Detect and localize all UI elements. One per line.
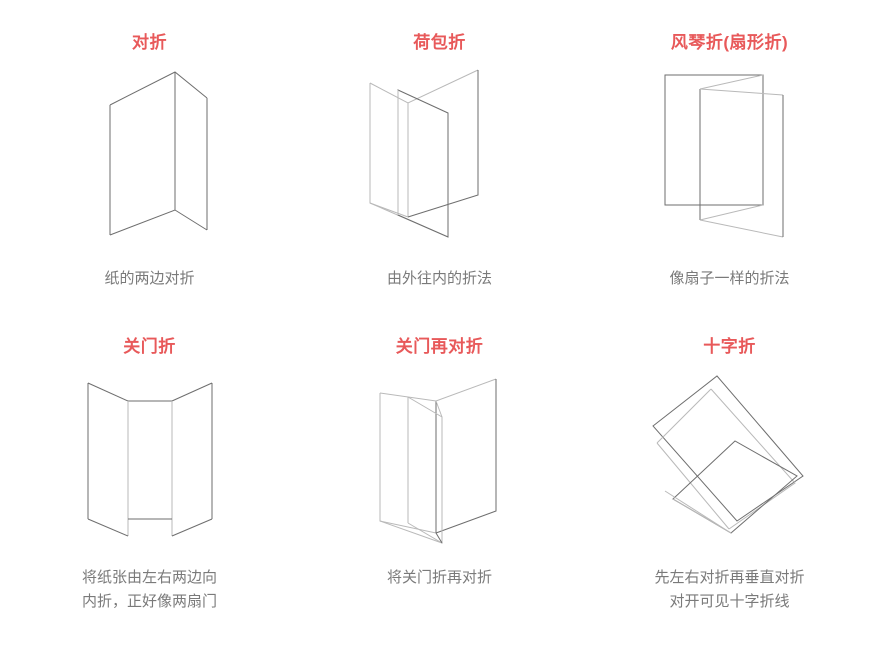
- fold-caption-wallet-fold: 由外往内的折法: [386, 270, 492, 287]
- gate-fold-diagram: [80, 371, 220, 551]
- wallet-fold-diagram: [360, 65, 520, 245]
- fold-title-cross-fold: 十字折: [703, 337, 756, 356]
- fold-card-gate-fold: 关门折 将纸张由左右: [3, 338, 296, 614]
- fold-caption-gate-fold: 将纸张由左右两边向 内折，正好像两扇门: [81, 569, 217, 610]
- fold-title-accordion-fold: 风琴折(扇形折): [670, 33, 789, 52]
- fold-card-accordion-fold: 风琴折(扇形折) 像扇子一样的折法: [583, 34, 876, 291]
- fold-card-half-fold: 对折 纸的两边对折: [3, 34, 296, 291]
- fold-card-wallet-fold: 荷包折 由外往内的折法: [293, 34, 586, 291]
- fold-caption-cross-fold: 先左右对折再垂直对折 对开可见十字折线: [654, 569, 805, 610]
- fold-title-wallet-fold: 荷包折: [413, 33, 466, 52]
- fold-figure-wrap-cross-fold: [583, 371, 876, 553]
- fold-figure-wrap-wallet-fold: [293, 65, 586, 250]
- half-fold-diagram: [85, 65, 215, 245]
- fold-caption-double-gate-fold: 将关门折再对折: [386, 569, 492, 586]
- fold-figure-wrap-gate-fold: [3, 371, 296, 553]
- cross-fold-diagram: [645, 371, 815, 551]
- fold-figure-wrap-accordion-fold: [583, 65, 876, 250]
- fold-title-gate-fold: 关门折: [123, 337, 176, 356]
- fold-title-double-gate-fold: 关门再对折: [395, 337, 484, 356]
- fold-caption-accordion-fold: 像扇子一样的折法: [669, 270, 790, 287]
- double-gate-fold-diagram: [370, 371, 510, 551]
- fold-title-half-fold: 对折: [132, 33, 167, 52]
- fold-caption-half-fold: 纸的两边对折: [104, 270, 195, 287]
- fold-figure-wrap-double-gate-fold: [293, 371, 586, 553]
- fold-figure-wrap-half-fold: [3, 65, 296, 250]
- fold-card-double-gate-fold: 关门再对折 将关门折再对折: [293, 338, 586, 590]
- fold-card-cross-fold: 十字折 先左右对折再垂直对折 对开可见十字折线: [583, 338, 876, 614]
- accordion-fold-diagram: [655, 65, 805, 245]
